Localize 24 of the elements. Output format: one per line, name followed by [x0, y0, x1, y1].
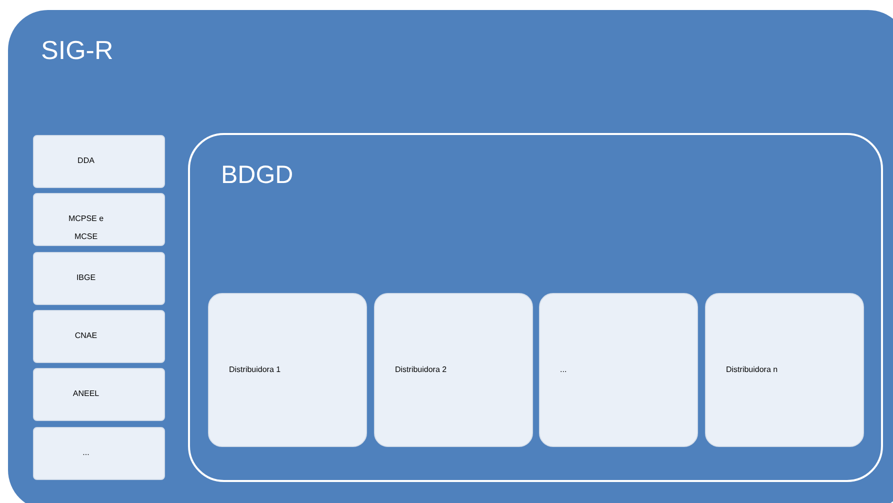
box-label: Distribuidora n: [726, 364, 778, 376]
source-box: [33, 193, 165, 246]
box-label: ANEEL: [72, 388, 100, 400]
source-box: [33, 368, 165, 421]
distributor-box: [705, 293, 864, 447]
box-label: Distribuidora 2: [395, 364, 447, 376]
box-label: Distribuidora 1: [229, 364, 281, 376]
distributor-box: [539, 293, 698, 447]
source-box: [33, 310, 165, 363]
source-box: [33, 135, 165, 188]
box-label: IBGE: [75, 272, 97, 284]
box-label: CNAE: [74, 330, 98, 342]
source-box: [33, 427, 165, 480]
box-label: MCPSE e MCSE: [67, 213, 105, 243]
source-box: [33, 252, 165, 305]
box-label: ...: [82, 447, 90, 459]
outer-panel: [8, 10, 893, 503]
panel-title: SIG-R: [41, 37, 114, 63]
distributor-box: [374, 293, 533, 447]
group-title: BDGD: [221, 163, 294, 188]
group-frame: [188, 133, 883, 482]
box-label: DDA: [76, 155, 96, 167]
distributor-box: [208, 293, 367, 447]
box-label: ...: [560, 364, 567, 376]
